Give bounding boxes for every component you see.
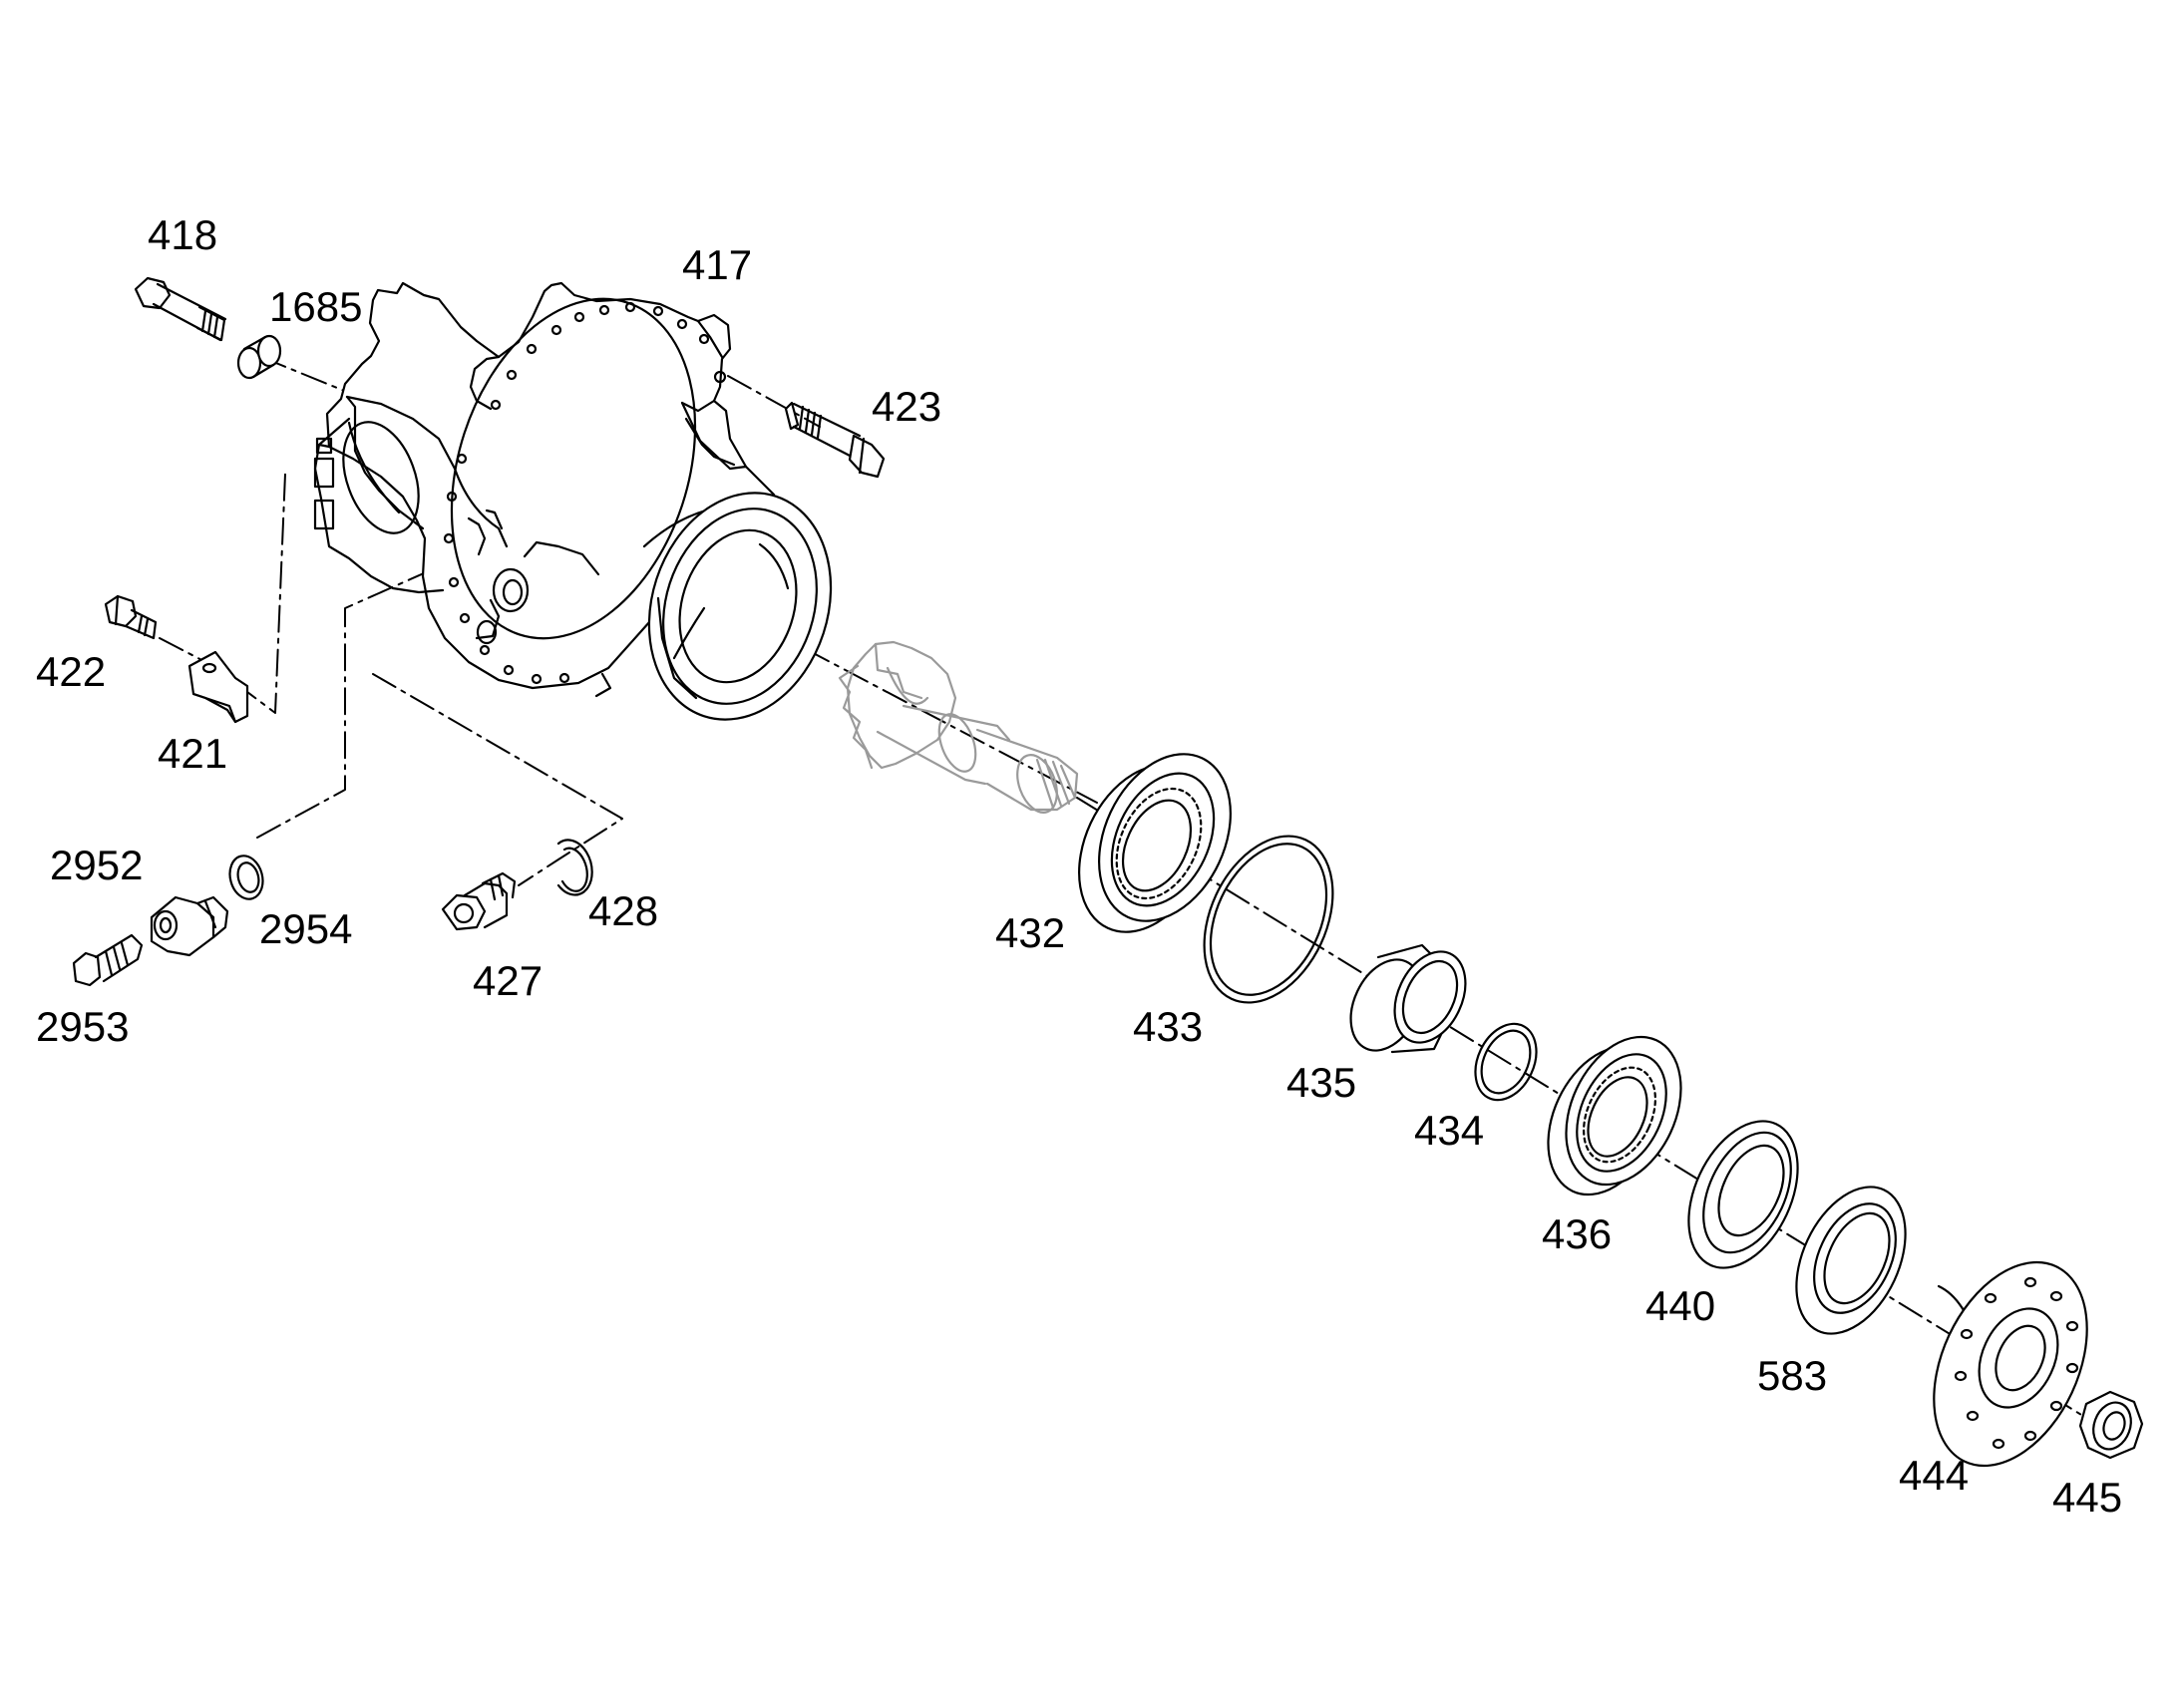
callout-2952: 2952	[50, 842, 143, 888]
callout-2954: 2954	[259, 905, 352, 952]
callout-427: 427	[473, 957, 543, 1004]
callout-421: 421	[158, 730, 227, 777]
callout-428: 428	[588, 887, 658, 934]
callout-labels: 418 1685 417 423 422 421 2952 2954 2953 …	[36, 211, 2122, 1521]
washer-583	[1775, 1170, 1928, 1351]
spline-lines	[1037, 760, 1075, 808]
nut-445	[2080, 1392, 2142, 1458]
snap-ring-428	[558, 840, 592, 894]
plug-2953	[74, 935, 142, 985]
seal-ring-2954	[225, 853, 267, 903]
callout-435: 435	[1286, 1059, 1356, 1106]
shim-ring-433	[1179, 816, 1358, 1024]
bolt-422	[106, 596, 156, 638]
callout-422: 422	[36, 648, 106, 695]
callout-2953: 2953	[36, 1003, 129, 1050]
sleeve-1685	[238, 336, 280, 378]
callout-444: 444	[1899, 1452, 1969, 1499]
callout-423: 423	[872, 383, 941, 430]
spacer-sleeve-435	[1337, 940, 1480, 1062]
adapter-2952	[152, 897, 227, 955]
lock-plate-421	[189, 652, 247, 722]
callout-432: 432	[995, 909, 1065, 956]
drive-flange-444	[1904, 1237, 2118, 1490]
callout-434: 434	[1414, 1107, 1484, 1154]
circlip-434	[1464, 1014, 1549, 1110]
callout-445: 445	[2052, 1474, 2122, 1521]
flange-bolt-holes	[445, 303, 708, 683]
bearing-436	[1526, 1018, 1703, 1212]
bearing-432	[1053, 733, 1256, 953]
callout-583: 583	[1757, 1352, 1827, 1399]
seal-440	[1667, 1104, 1820, 1285]
pinion-gear	[840, 642, 1077, 818]
callout-440: 440	[1645, 1282, 1715, 1329]
callout-1685: 1685	[269, 283, 362, 330]
drain-plug-427	[443, 873, 515, 929]
bolt-423	[786, 403, 884, 477]
callout-417: 417	[682, 241, 752, 288]
callout-436: 436	[1542, 1210, 1612, 1257]
flange-holes	[1956, 1278, 2077, 1448]
callout-433: 433	[1133, 1003, 1203, 1050]
bolt-418	[136, 278, 225, 340]
callout-418: 418	[148, 211, 217, 258]
axle-housing-417	[315, 267, 860, 743]
